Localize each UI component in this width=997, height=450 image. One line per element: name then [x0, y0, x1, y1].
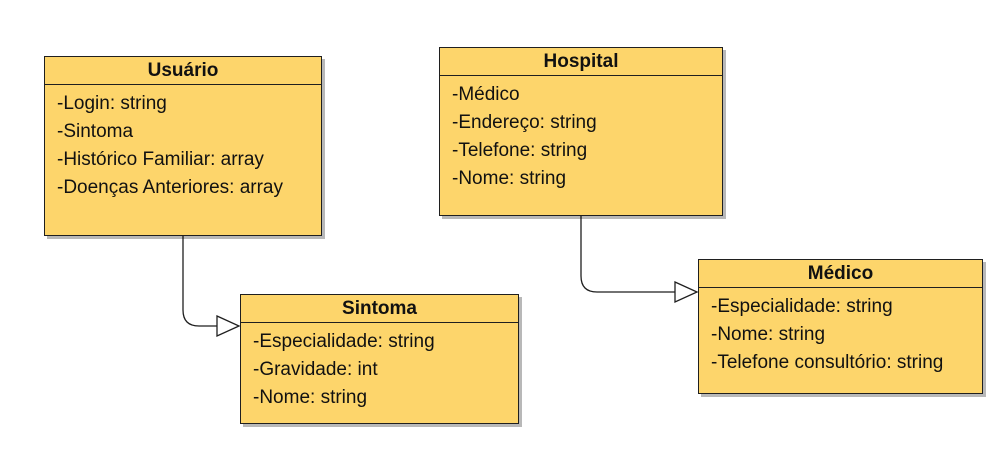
attribute: -Médico	[452, 84, 520, 105]
attribute: -Histórico Familiar: array	[57, 149, 264, 170]
relation-hospital-medico	[580, 216, 675, 293]
arrowhead-hospital-medico	[674, 280, 699, 304]
attribute: -Gravidade: int	[253, 359, 378, 380]
class-usuario-attributes: -Login: string -Sintoma -Histórico Famil…	[45, 85, 321, 202]
attribute: -Nome: string	[253, 387, 368, 408]
arrowhead-usuario-sintoma	[216, 314, 241, 338]
class-hospital-attributes: -Médico -Endereço: string -Telefone: str…	[440, 76, 722, 193]
class-usuario-name: Usuário	[45, 57, 321, 85]
class-medico-attributes: -Especialidade: string -Nome: string -Te…	[699, 288, 982, 377]
attribute: -Telefone: string	[452, 140, 588, 161]
relation-usuario-sintoma	[182, 236, 217, 327]
attribute: -Sintoma	[57, 121, 134, 142]
class-sintoma-attributes: -Especialidade: string -Gravidade: int -…	[241, 323, 518, 412]
class-hospital[interactable]: Hospital -Médico -Endereço: string -Tele…	[439, 47, 723, 216]
class-medico[interactable]: Médico -Especialidade: string -Nome: str…	[698, 259, 983, 394]
attribute: -Especialidade: string	[711, 296, 893, 317]
class-sintoma-name: Sintoma	[241, 295, 518, 323]
attribute: -Endereço: string	[452, 112, 597, 133]
class-usuario[interactable]: Usuário -Login: string -Sintoma -Históri…	[44, 56, 322, 236]
attribute: -Nome: string	[711, 324, 826, 345]
class-sintoma[interactable]: Sintoma -Especialidade: string -Gravidad…	[240, 294, 519, 424]
class-hospital-name: Hospital	[440, 48, 722, 76]
attribute: -Login: string	[57, 93, 167, 114]
attribute: -Telefone consultório: string	[711, 352, 944, 373]
attribute: -Especialidade: string	[253, 331, 435, 352]
attribute: -Doenças Anteriores: array	[57, 177, 283, 198]
attribute: -Nome: string	[452, 168, 567, 189]
class-medico-name: Médico	[699, 260, 982, 288]
